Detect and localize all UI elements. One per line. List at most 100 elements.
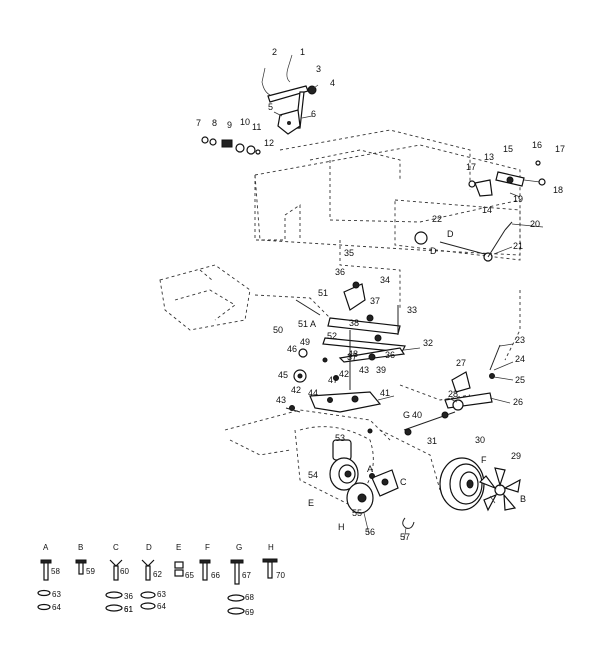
callout-p13: 13	[484, 152, 494, 162]
hardware-callout-h62: 62	[153, 570, 162, 579]
callout-p44: 44	[308, 388, 318, 398]
hardware-callout-h68: 68	[245, 593, 254, 602]
callout-p49: 49	[300, 337, 310, 347]
callout-p37a: 37	[370, 296, 380, 306]
hardware-legend	[37, 558, 278, 615]
callout-p25a: 25	[515, 375, 525, 385]
callout-pA: A	[367, 464, 373, 474]
shift-lever-assembly	[261, 54, 317, 135]
callout-p16: 16	[532, 140, 542, 150]
hardware-letter-h: H	[268, 543, 274, 552]
drive-pulley	[439, 457, 485, 511]
hardware-letter-a: A	[43, 543, 49, 552]
callout-p18: 18	[553, 185, 563, 195]
idler-assembly	[367, 344, 501, 436]
callout-p30: 30	[475, 435, 485, 445]
hardware-callout-h61a: 61	[124, 605, 133, 614]
callout-p48: 48	[348, 349, 358, 359]
callout-p12: 12	[264, 138, 274, 148]
callout-p32: 32	[423, 338, 433, 348]
leader-lines	[273, 84, 544, 541]
callout-p41: 41	[380, 388, 390, 398]
pivot-hardware	[201, 136, 261, 155]
callout-pG1: G	[403, 410, 410, 420]
callout-p54: 54	[308, 470, 318, 480]
hardware-callout-h64b: 64	[157, 602, 166, 611]
callout-p51: 51	[318, 288, 328, 298]
callout-p10: 10	[240, 117, 250, 127]
callout-p39: 39	[376, 365, 386, 375]
callout-p19: 19	[513, 194, 523, 204]
callout-pF: F	[481, 455, 487, 465]
callout-pE: E	[308, 498, 314, 508]
callout-p9: 9	[227, 120, 232, 130]
gearbox-assembly	[329, 439, 415, 529]
callout-p21: 21	[513, 241, 523, 251]
hardware-letter-d: D	[146, 543, 152, 552]
hardware-callout-h61b: 61	[124, 605, 133, 614]
callout-p53: 53	[335, 433, 345, 443]
callout-p29: 29	[511, 451, 521, 461]
callout-p36a: 36	[335, 267, 345, 277]
callout-p27: 27	[456, 358, 466, 368]
callout-pB: B	[520, 494, 526, 504]
callout-p17b: 17	[466, 162, 476, 172]
callout-p6: 6	[311, 109, 316, 119]
callout-p57: 57	[400, 532, 410, 542]
callout-p26: 26	[513, 397, 523, 407]
callout-p34: 34	[380, 275, 390, 285]
right-bracket-assembly	[468, 160, 546, 198]
callout-p11: 11	[252, 122, 261, 132]
hardware-callout-h65: 65	[185, 571, 194, 580]
callout-pC: C	[400, 477, 407, 487]
chassis-outline	[159, 129, 521, 506]
hardware-letter-f: F	[205, 543, 210, 552]
callout-p28: 28	[448, 389, 458, 399]
callout-p23: 23	[515, 335, 525, 345]
callout-p8: 8	[212, 118, 217, 128]
hardware-callout-h69: 69	[245, 608, 254, 617]
clutch-lever-assembly	[285, 281, 406, 413]
hardware-callout-h63a: 63	[52, 590, 61, 599]
shift-rod	[414, 221, 513, 262]
hardware-callout-h70: 70	[276, 571, 285, 580]
callout-p24: 24	[515, 354, 525, 364]
callout-p20: 20	[530, 219, 540, 229]
hardware-callout-h67: 67	[242, 571, 251, 580]
hardware-callout-h63b: 63	[157, 590, 166, 599]
callout-pD1: D	[447, 229, 454, 239]
callout-pH: H	[338, 522, 345, 532]
callout-p33: 33	[407, 305, 417, 315]
callout-p51A: 51 A	[298, 319, 316, 329]
hardware-letter-c: C	[113, 543, 119, 552]
hardware-callout-h36: 36	[124, 592, 133, 601]
cooling-fan	[478, 467, 521, 512]
callout-p5: 5	[268, 102, 273, 112]
hardware-callout-h58: 58	[51, 567, 60, 576]
callout-p17a: 17	[555, 144, 565, 154]
callout-p7: 7	[196, 118, 201, 128]
hardware-letter-e: E	[176, 543, 181, 552]
callout-p42b: 42	[291, 385, 301, 395]
callout-p22: 22	[432, 214, 442, 224]
callout-p47: 47	[328, 375, 338, 385]
callout-p43b: 43	[276, 395, 286, 405]
callout-pD2: D	[430, 246, 437, 256]
hardware-callout-h64a: 64	[52, 603, 61, 612]
callout-p45: 45	[278, 370, 288, 380]
callout-p37b: 37	[347, 352, 357, 362]
callout-p31: 31	[427, 436, 437, 446]
hardware-callout-h66: 66	[211, 571, 220, 580]
callout-p40: 40	[412, 410, 422, 420]
callout-p52: 52	[327, 331, 337, 341]
hardware-callout-h59: 59	[86, 567, 95, 576]
callout-p56: 56	[365, 527, 375, 537]
callout-p50: 50	[273, 325, 283, 335]
callout-p1: 1	[300, 47, 305, 57]
callout-p14: 14	[482, 205, 492, 215]
callout-p3: 3	[316, 64, 321, 74]
callout-p55: 55	[352, 508, 362, 518]
